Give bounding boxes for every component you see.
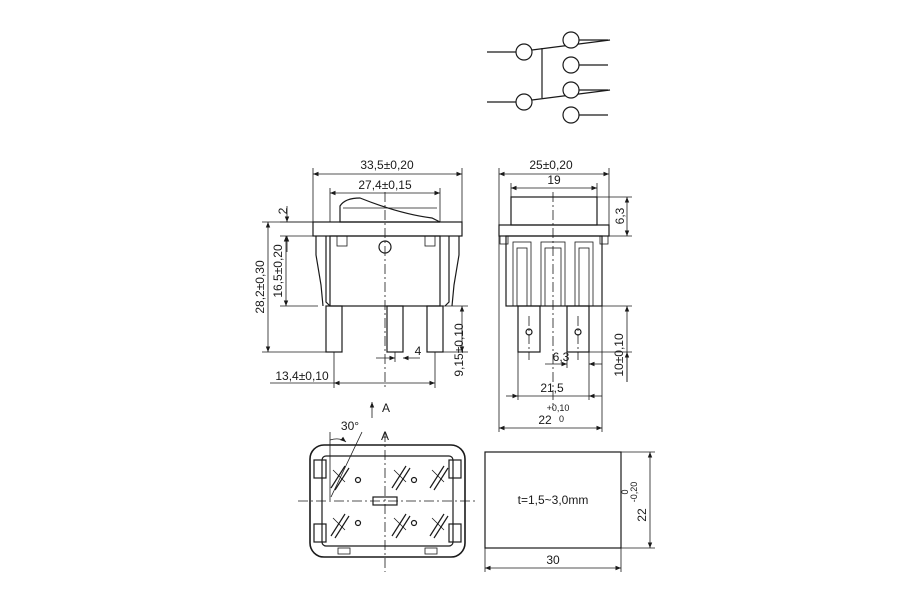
dim-side-terminal-span: 21,5 — [540, 381, 564, 395]
dim-side-flange-height: 6,3 — [613, 207, 627, 224]
panel-thickness-label: t=1,5~3,0mm — [518, 493, 589, 507]
dim-side-base-tol-upper: +0,10 — [547, 403, 570, 413]
bottom-view: A A — [298, 401, 478, 572]
dim-front-total-height: 28,2±0,30 — [253, 260, 267, 314]
dim-panel-cutout-width: 30 — [546, 553, 560, 567]
dim-bottom-angle: 30° — [341, 419, 359, 433]
dim-side-terminal-width: 6,3 — [553, 350, 570, 364]
dim-front-terminal-length: 9,15±0,10 — [452, 323, 466, 377]
dim-side-base-tol-lower: 0 — [559, 414, 564, 424]
dim-front-terminal-pitch: 4 — [415, 344, 422, 358]
panel-cutout: t=1,5~3,0mm 30 22 -0,20 0 — [484, 451, 655, 572]
view-arrow-label: A — [382, 401, 390, 415]
dim-panel-cutout-tol-lower: -0,20 — [629, 482, 639, 503]
dim-panel-cutout-height: 22 — [635, 508, 649, 522]
circuit-schematic — [487, 31, 611, 124]
dim-front-rocker-width: 27,4±0,15 — [358, 178, 412, 192]
dim-side-overall-width: 25±0,20 — [529, 158, 573, 172]
side-view: 25±0,20 19 6,3 10±0,10 6,3 21,5 22 + — [498, 158, 632, 432]
dim-front-overall-width: 33,5±0,20 — [360, 158, 414, 172]
front-view: 33,5±0,20 27,4±0,15 2 16,5±0,20 28,2±0,3… — [253, 158, 468, 390]
dim-side-terminal-length: 10±0,10 — [612, 333, 626, 377]
dim-side-rocker-width: 19 — [547, 173, 561, 187]
dim-side-base-width: 22 — [538, 413, 552, 427]
dim-front-terminal-offset: 13,4±0,10 — [275, 369, 329, 383]
dim-front-rocker-step: 2 — [276, 207, 290, 214]
dim-front-body-height: 16,5±0,20 — [271, 244, 285, 298]
bottom-view-label: A — [381, 429, 389, 443]
dim-panel-cutout-tol-upper: 0 — [620, 489, 630, 494]
